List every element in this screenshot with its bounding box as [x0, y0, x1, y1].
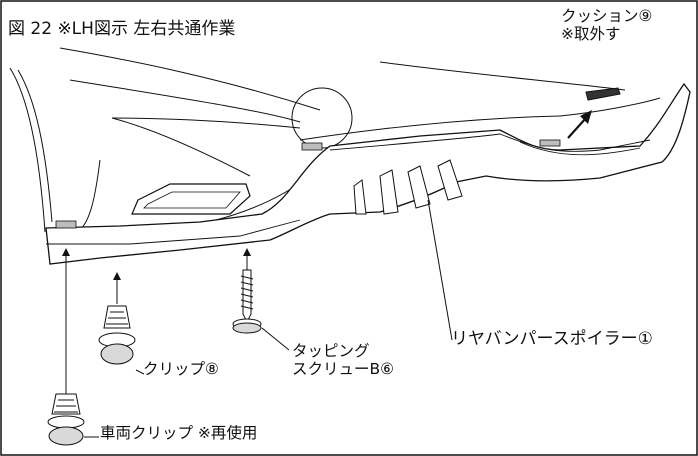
tapping-screw-label-line1: タッピング	[292, 342, 370, 360]
figure-title: 図 22 ※LH図示 左右共通作業	[8, 19, 236, 39]
cushion-callout: クッション⑨ ※取外す	[561, 7, 653, 44]
tapping-screw-part	[232, 269, 262, 334]
vehicle-clip-label: 車両クリップ ※再使用	[100, 424, 258, 442]
cushion-removal-arrow	[567, 110, 592, 139]
cushion-note: ※取外す	[561, 24, 621, 43]
reflector-opening	[131, 183, 251, 215]
spoiler-label: リヤバンパースポイラー①	[451, 329, 653, 349]
cushion-label: クッション⑨	[561, 7, 653, 25]
cushion-part	[585, 87, 621, 101]
clip-part	[98, 305, 136, 365]
clip-label: クリップ⑧	[143, 360, 219, 378]
rear-bumper-spoiler-part	[45, 82, 691, 265]
tapping-screw-label-line2: スクリューB⑥	[292, 359, 395, 378]
tapping-screw-callout: タッピング スクリューB⑥	[292, 342, 395, 379]
round-cover-outline	[291, 87, 353, 149]
vehicle-clip-part	[47, 393, 85, 446]
leader-lines	[65, 199, 453, 438]
